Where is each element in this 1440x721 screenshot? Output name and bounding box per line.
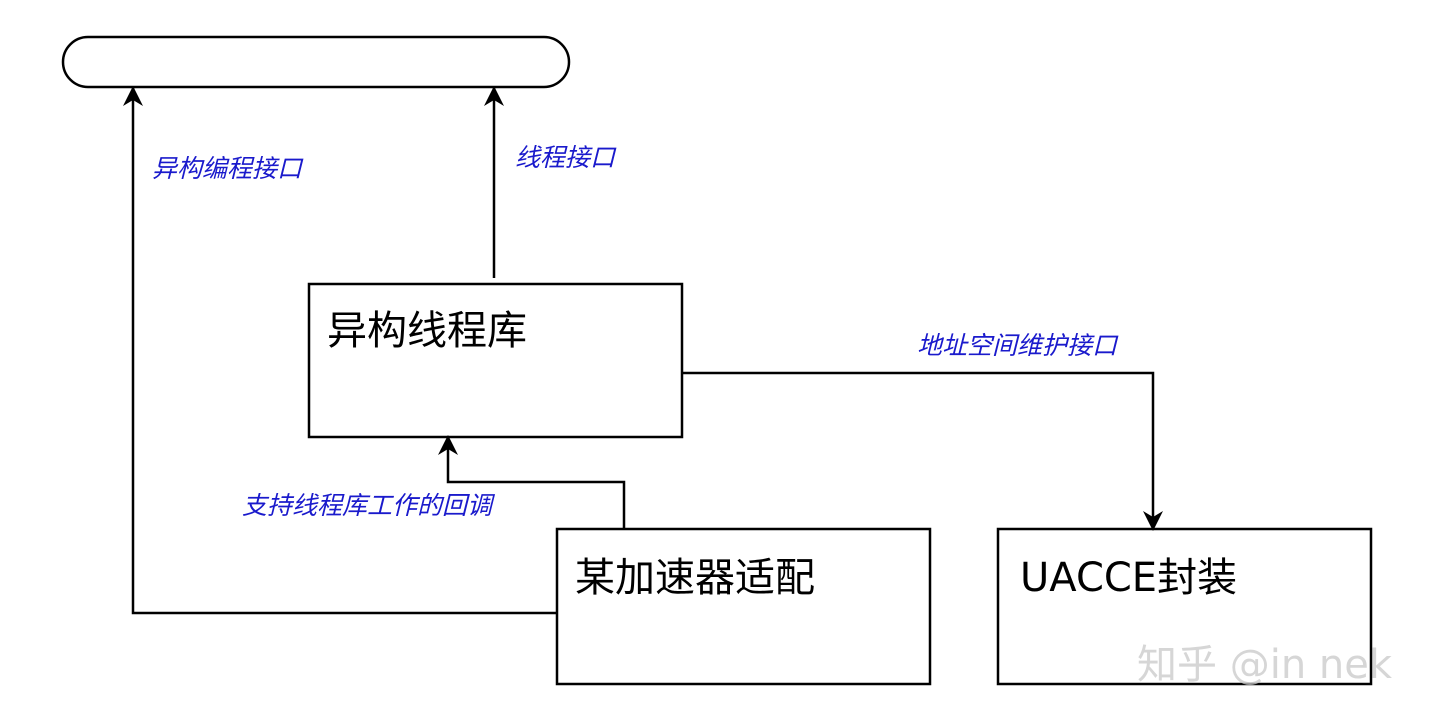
thread-library-label: 异构线程库 (327, 308, 527, 354)
hetero-interface-edge (123, 86, 557, 615)
accelerator-adapter-node: 某加速器适配 (555, 527, 932, 686)
callback-edge (438, 435, 626, 529)
hetero-interface-label: 异构编程接口 (152, 154, 304, 183)
uacce-wrapper-label: UACCE封装 (1020, 555, 1237, 601)
top-rounded-box (61, 35, 571, 89)
callback-label: 支持线程库工作的回调 (242, 491, 496, 520)
watermark-text: 知乎 @in nek (1137, 642, 1393, 688)
uacce-wrapper-box (996, 527, 1373, 686)
thread-library-box (307, 282, 684, 439)
thread-interface-label: 线程接口 (515, 143, 617, 172)
accelerator-adapter-box (555, 527, 932, 686)
thread-library-node: 异构线程库 (307, 282, 684, 439)
accelerator-adapter-label: 某加速器适配 (575, 555, 815, 601)
addr-space-interface-edge (682, 371, 1163, 531)
uacce-wrapper-node: UACCE封装 (996, 527, 1373, 686)
addr-space-interface-label: 地址空间维护接口 (917, 331, 1119, 360)
